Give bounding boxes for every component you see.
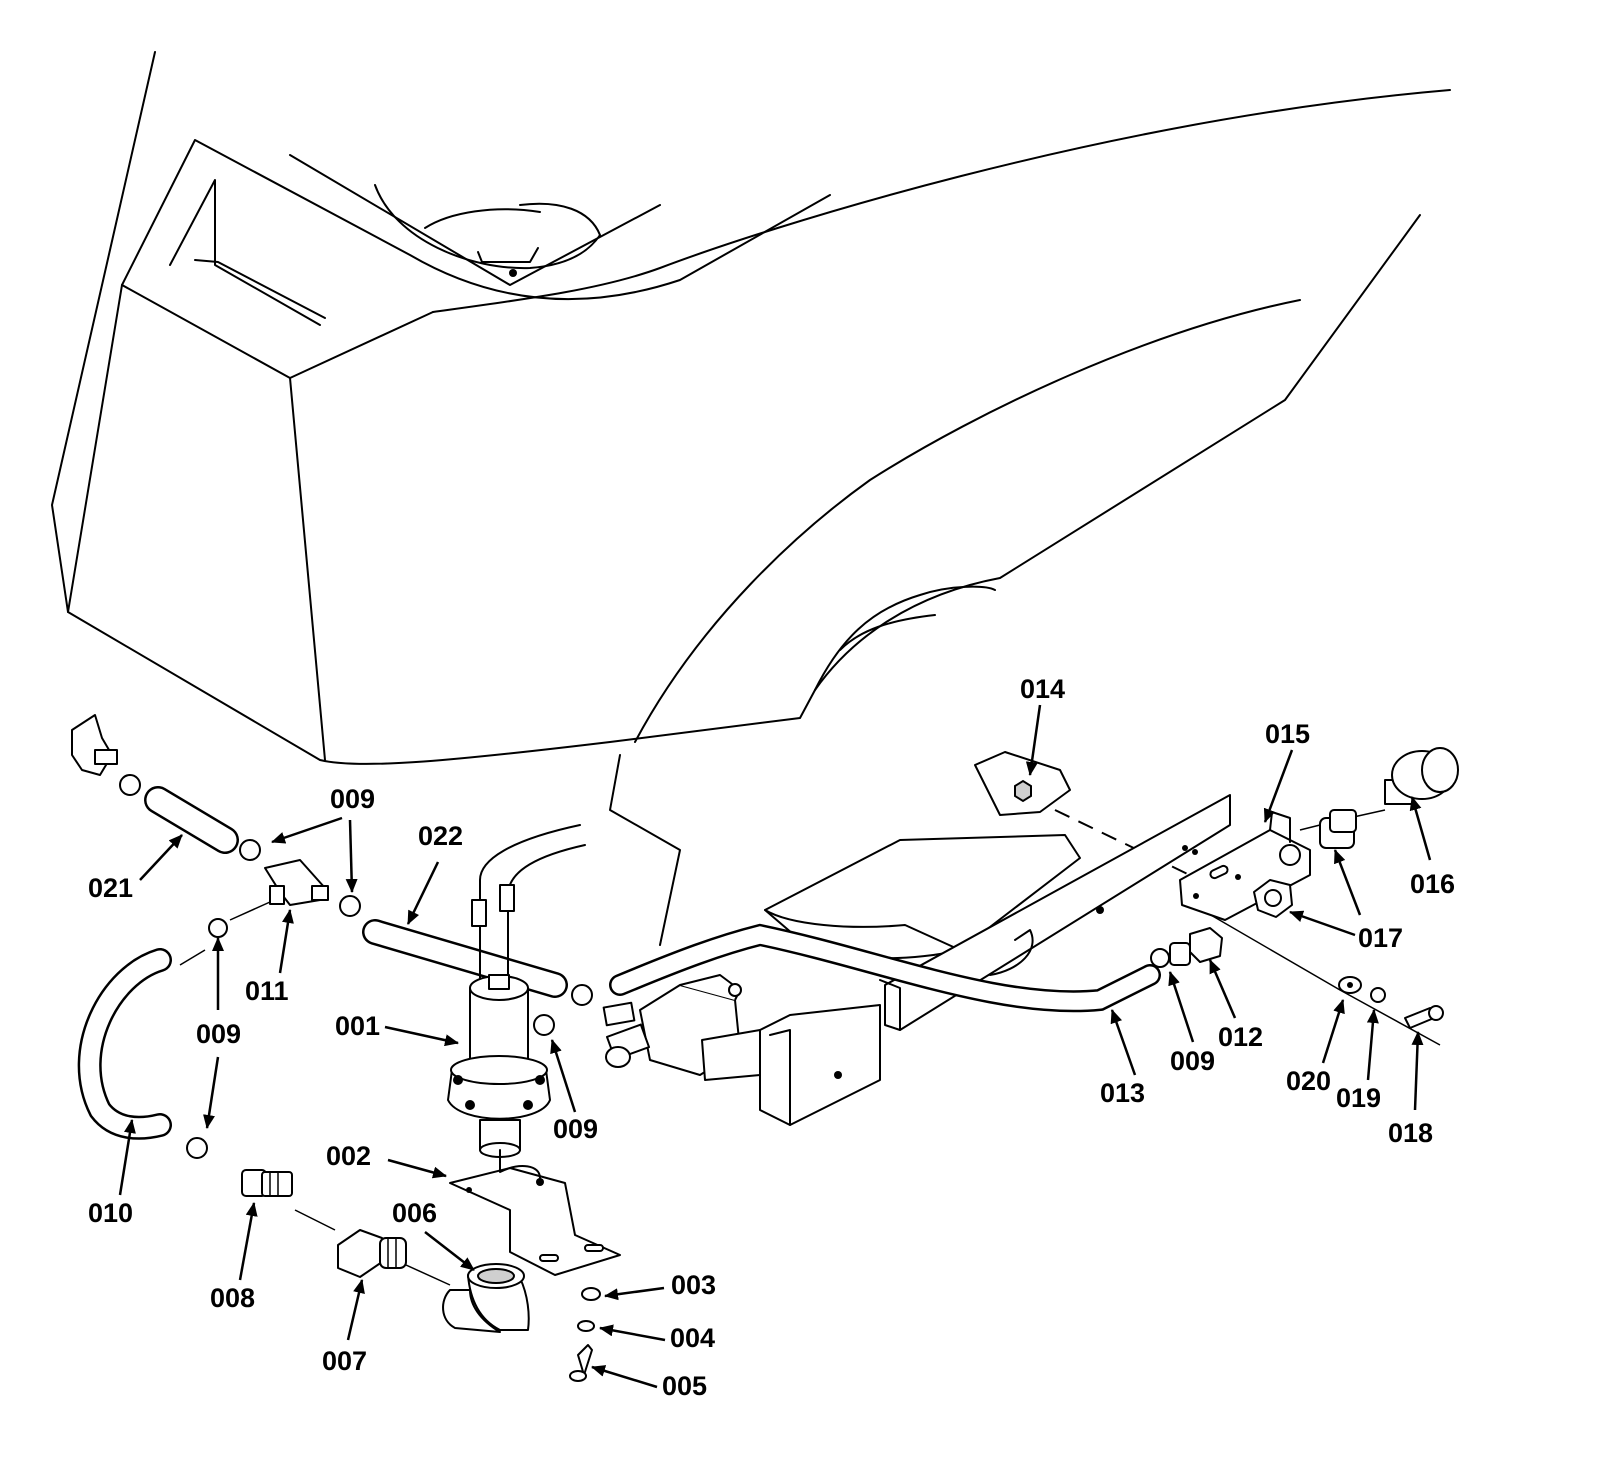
leader-009-b2 [203, 1056, 220, 1129]
alignment-lines [179, 809, 1441, 1286]
part-017-parts [1253, 809, 1357, 918]
label-009-d: 009 [1170, 1046, 1215, 1076]
part-021-elbow-fitting [71, 714, 118, 776]
leader-012 [1208, 959, 1237, 1019]
leader-008 [238, 1202, 258, 1281]
part-labels: 001 002 003 004 005 006 007 008 009 009 … [88, 674, 1455, 1401]
leader-017-a [1333, 849, 1362, 916]
leader-019 [1366, 1009, 1379, 1081]
leader-010 [118, 1119, 136, 1196]
part-001-pump [447, 974, 551, 1158]
platform-tray [759, 794, 1231, 1126]
label-014: 014 [1020, 674, 1065, 704]
leader-009-c [550, 1039, 577, 1113]
part-002-bracket [449, 1149, 621, 1276]
leader-007 [346, 1279, 365, 1341]
label-008: 008 [210, 1283, 255, 1313]
leader-021 [139, 834, 183, 881]
part-014-plate [974, 751, 1071, 816]
label-005: 005 [662, 1371, 707, 1401]
label-009-b: 009 [196, 1019, 241, 1049]
label-001: 001 [335, 1011, 380, 1041]
leader-005 [591, 1365, 658, 1389]
leader-011 [278, 909, 294, 974]
label-010: 010 [88, 1198, 133, 1228]
part-012-fitting [1169, 927, 1223, 966]
part-015-bracket [1179, 811, 1311, 921]
leader-013 [1110, 1009, 1137, 1076]
label-018: 018 [1388, 1118, 1433, 1148]
label-017: 017 [1358, 923, 1403, 953]
label-021: 021 [88, 873, 133, 903]
label-009-c: 009 [553, 1114, 598, 1144]
leader-003 [604, 1286, 665, 1301]
leader-022 [406, 861, 440, 925]
leader-016 [1409, 796, 1432, 861]
label-006: 006 [392, 1198, 437, 1228]
label-016: 016 [1410, 869, 1455, 899]
label-011: 011 [245, 976, 289, 1006]
label-007: 007 [322, 1346, 367, 1376]
label-012: 012 [1218, 1022, 1263, 1052]
label-019: 019 [1336, 1083, 1381, 1113]
label-015: 015 [1265, 719, 1310, 749]
label-009-a: 009 [330, 784, 375, 814]
leader-009-d [1168, 971, 1195, 1043]
part-008-fitting [241, 1169, 293, 1197]
part-011-tee [264, 859, 329, 906]
label-004: 004 [670, 1323, 715, 1353]
leader-009-a2 [345, 819, 358, 893]
label-022: 022 [418, 821, 463, 851]
label-020: 020 [1286, 1066, 1331, 1096]
clamps-009 [119, 774, 1170, 1159]
label-013: 013 [1100, 1078, 1145, 1108]
label-003: 003 [671, 1270, 716, 1300]
part-007-fitting [337, 1229, 407, 1278]
leader-020 [1321, 999, 1345, 1064]
leader-006 [424, 1231, 475, 1271]
leader-014 [1025, 704, 1042, 776]
machine-housing [51, 51, 1451, 946]
leader-001 [384, 1025, 459, 1047]
leader-015 [1263, 749, 1294, 823]
part-016-connector [1384, 747, 1459, 805]
label-002: 002 [326, 1141, 371, 1171]
pump-wires [471, 824, 586, 986]
leader-017-b [1289, 910, 1356, 937]
part-006-elbow [442, 1263, 530, 1333]
leader-018 [1411, 1031, 1424, 1111]
small-hardware [569, 976, 1444, 1382]
leader-009-a1 [271, 816, 343, 844]
solenoid-valve [602, 974, 761, 1081]
leader-004 [599, 1324, 666, 1342]
leader-lines [118, 704, 1432, 1389]
leader-002 [387, 1158, 447, 1179]
